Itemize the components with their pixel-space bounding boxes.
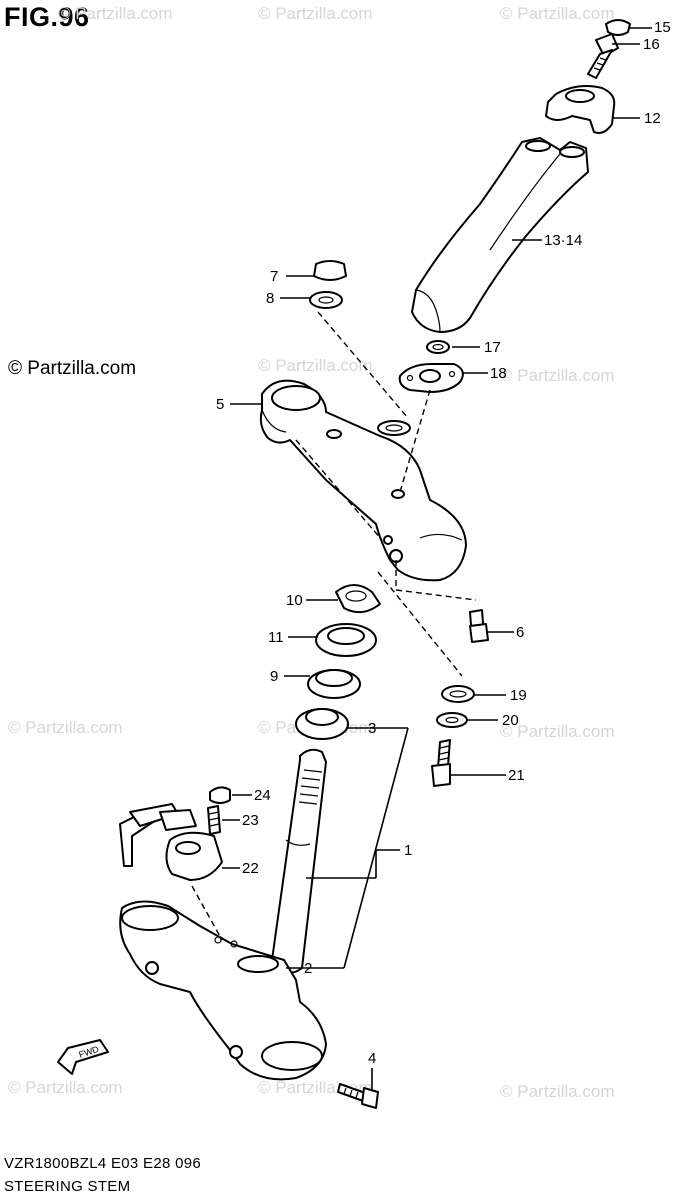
watermark: © Partzilla.com <box>258 4 373 23</box>
watermark: © Partzilla.com <box>8 1078 123 1097</box>
callout-19[interactable]: 19 <box>510 687 527 704</box>
part-bolt-4 <box>337 1083 379 1109</box>
part-bearing-3 <box>295 708 349 740</box>
part-cap-7 <box>313 260 347 281</box>
callout-17[interactable]: 17 <box>484 339 501 356</box>
part-washer-19 <box>441 685 475 703</box>
watermark: © Partzilla.com <box>58 4 173 23</box>
callout-18[interactable]: 18 <box>490 365 507 382</box>
watermark: © Partzilla.com <box>500 366 615 385</box>
part-screw-23 <box>207 805 221 835</box>
part-bolt-6 <box>469 609 489 643</box>
part-plate-18 <box>398 363 464 393</box>
callout-22[interactable]: 22 <box>242 860 259 877</box>
callout-24[interactable]: 24 <box>254 787 271 804</box>
model-code: VZR1800BZL4 E03 E28 096 <box>4 1155 202 1172</box>
watermark: © Partzilla.com <box>258 356 373 375</box>
callout-9[interactable]: 9 <box>270 668 279 685</box>
callout-1[interactable]: 1 <box>404 842 413 859</box>
figure-title: FIG.96 <box>4 2 90 32</box>
part-nut-10 <box>335 584 381 614</box>
callout-7[interactable]: 7 <box>270 268 279 285</box>
callout-16[interactable]: 16 <box>643 36 660 53</box>
callout-6[interactable]: 6 <box>516 624 525 641</box>
part-cap-15 <box>605 19 631 36</box>
callout-8[interactable]: 8 <box>266 290 275 307</box>
callout-5[interactable]: 5 <box>216 396 225 413</box>
fwd-arrow-icon: FWD <box>57 1039 109 1075</box>
part-lower-bracket <box>119 900 327 1081</box>
watermark: © Partzilla.com <box>500 722 615 741</box>
callout-12[interactable]: 12 <box>644 110 661 127</box>
part-steering-lock-22 <box>119 803 223 881</box>
section-name: STEERING STEM <box>4 1178 131 1195</box>
copyright-notice: © Partzilla.com <box>8 358 137 379</box>
callout-13-14[interactable]: 13·14 <box>544 232 583 249</box>
callout-2[interactable]: 2 <box>304 960 313 977</box>
callout-20[interactable]: 20 <box>502 712 519 729</box>
callout-15[interactable]: 15 <box>654 19 671 36</box>
part-steering-stem-1 <box>271 748 327 974</box>
part-washer-17 <box>426 340 450 354</box>
part-holder-cap-12 <box>545 85 616 134</box>
part-washer-8 <box>309 291 343 309</box>
part-bearing-9 <box>307 669 361 699</box>
part-cap-24 <box>209 786 231 804</box>
part-upper-bracket-5 <box>259 379 467 582</box>
callout-10[interactable]: 10 <box>286 592 303 609</box>
callout-21[interactable]: 21 <box>508 767 525 784</box>
leader-lines <box>191 27 652 1090</box>
part-bolt-21 <box>431 739 451 787</box>
part-bolt-16 <box>587 33 619 79</box>
watermark: © Partzilla.com <box>8 718 123 737</box>
part-seal-11 <box>315 623 377 657</box>
callout-3[interactable]: 3 <box>368 720 377 737</box>
part-washer-20 <box>436 712 468 728</box>
callout-11[interactable]: 11 <box>268 629 284 646</box>
watermark: © Partzilla.com <box>500 1082 615 1101</box>
watermark: © Partzilla.com <box>500 4 615 23</box>
part-handlebar-holder-13-14 <box>411 137 589 333</box>
callout-4[interactable]: 4 <box>368 1050 377 1067</box>
callout-23[interactable]: 23 <box>242 812 259 829</box>
